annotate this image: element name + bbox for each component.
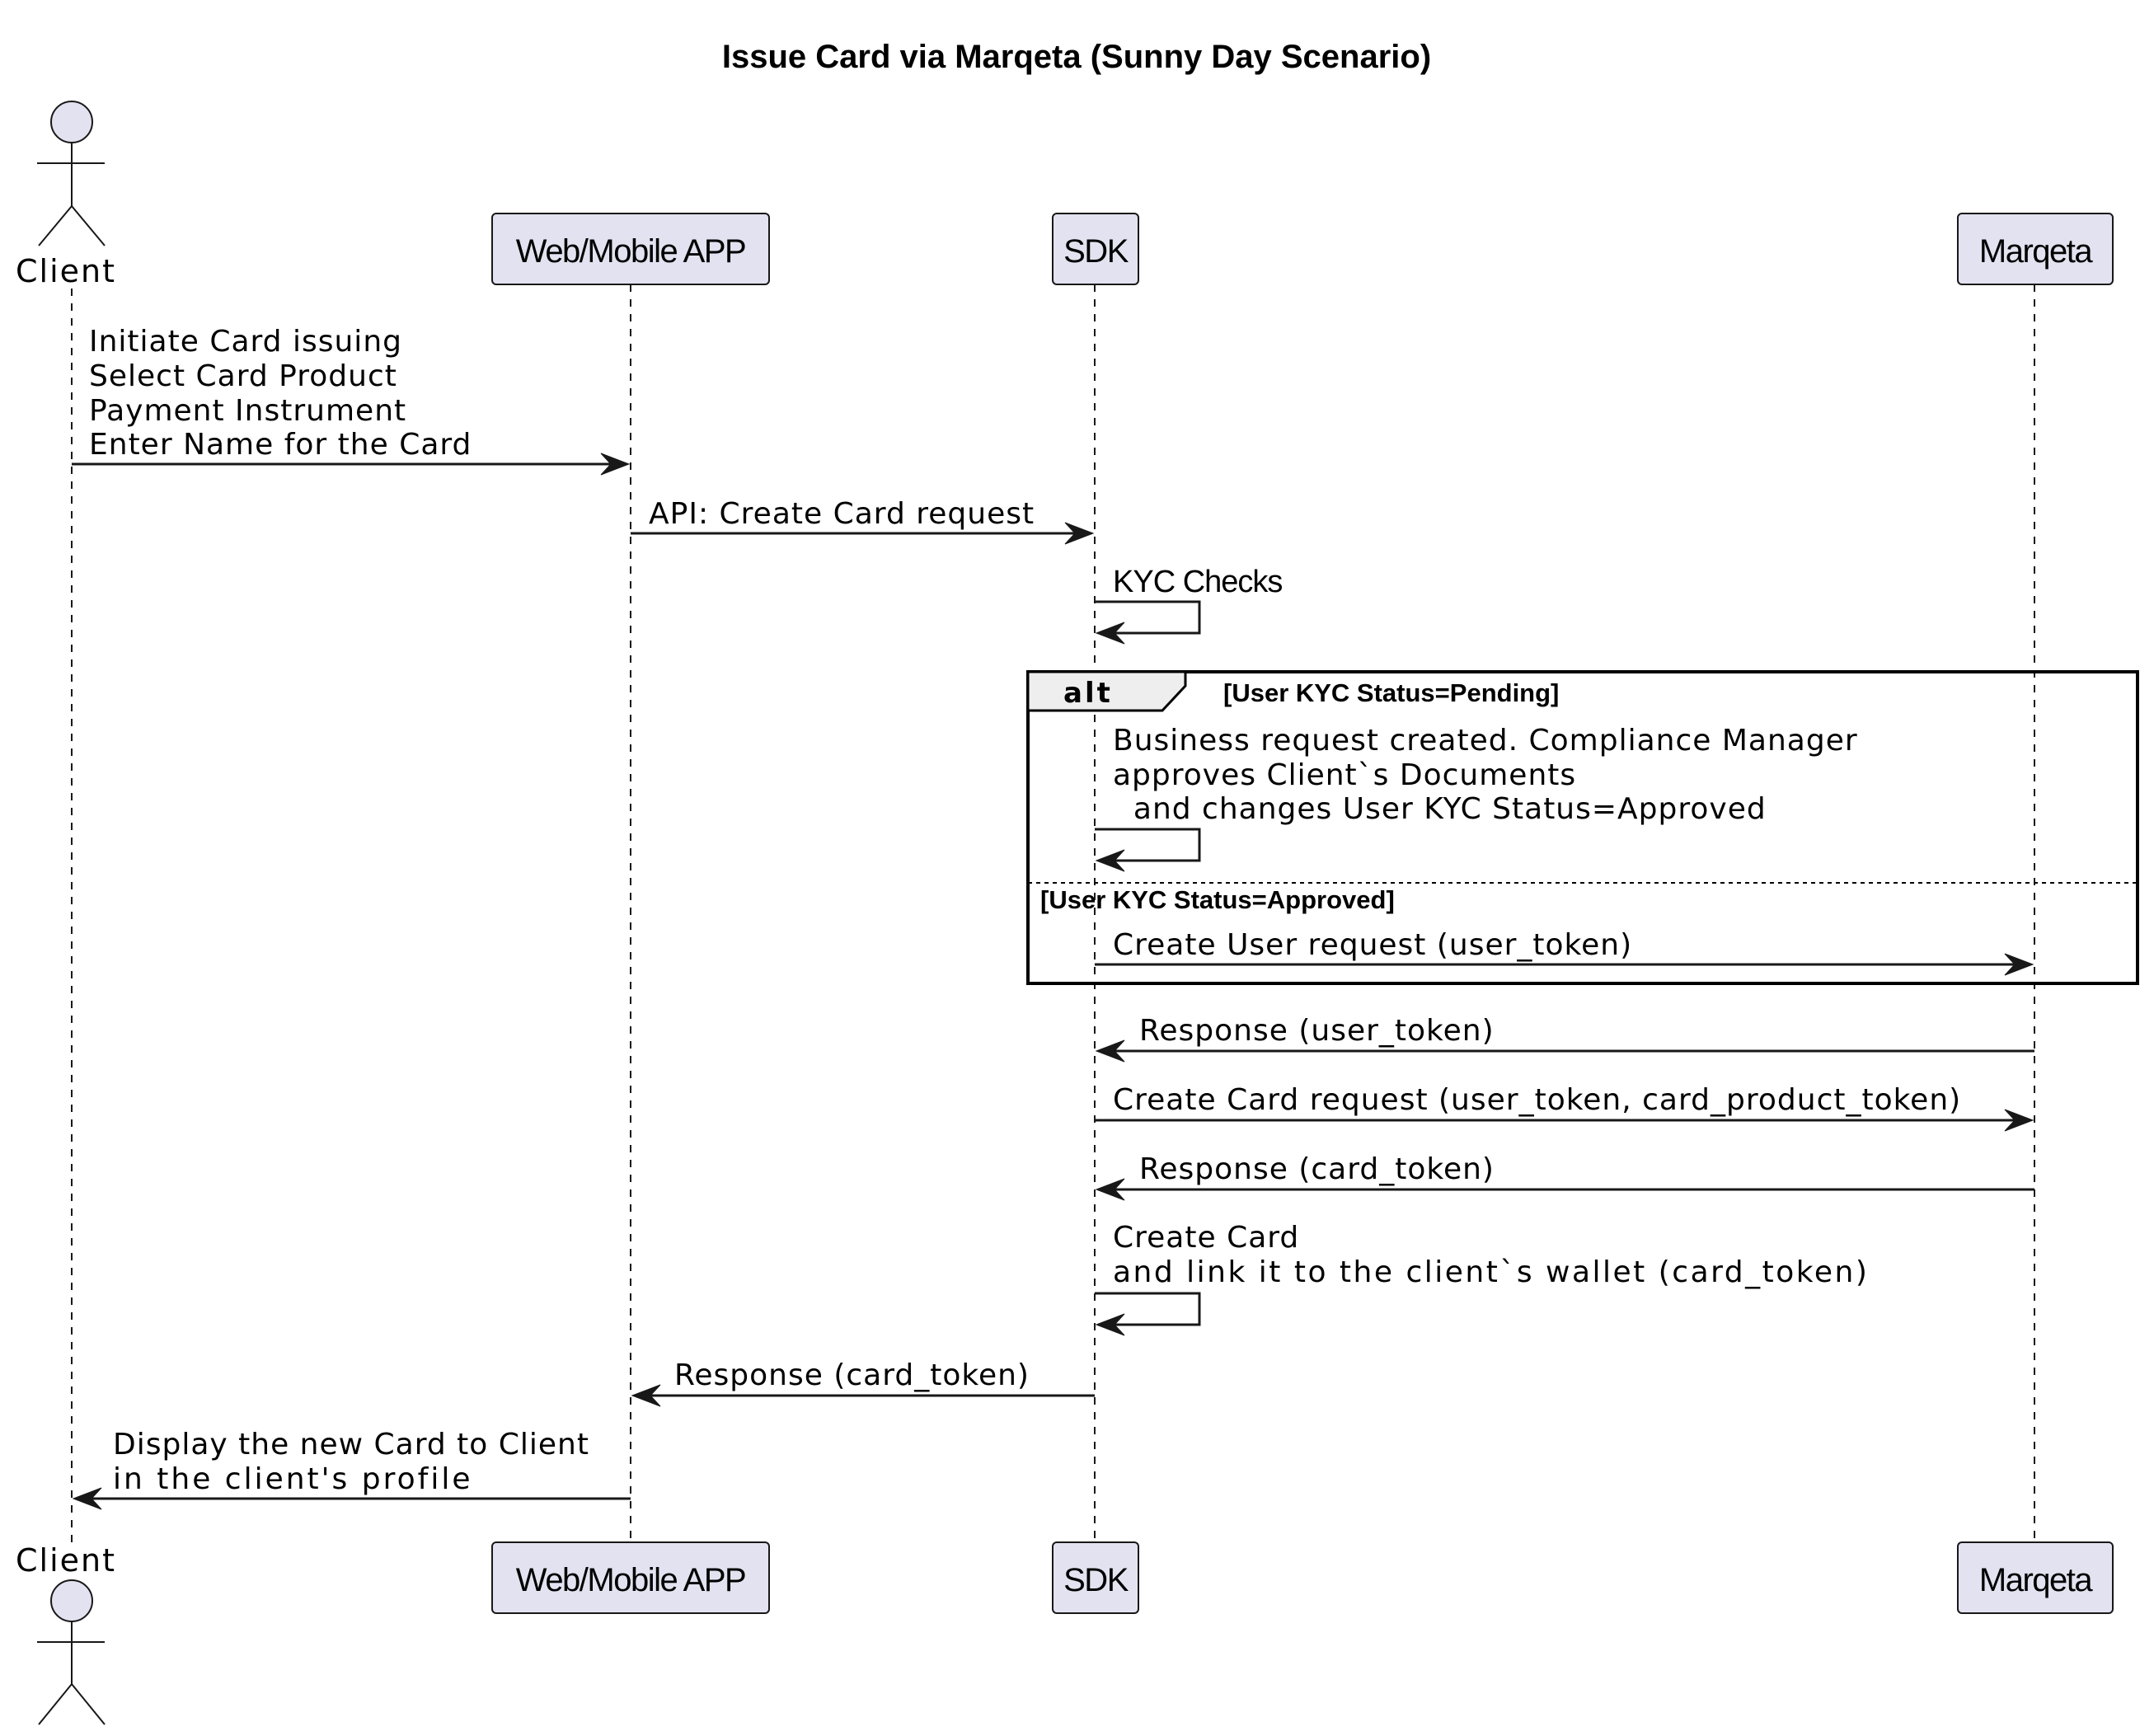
arrowhead — [1095, 1178, 1125, 1201]
message-business-request: Business request created. Compliance Man… — [1095, 724, 1858, 872]
message-text: Response (card_token) — [674, 1358, 1030, 1392]
client-label-top: Client — [16, 253, 116, 289]
app-participant-top: Web/Mobile APP — [491, 213, 770, 285]
message-create-card-request: API: Create Card request — [631, 497, 1095, 545]
message-create-card-link-wallet: Create Card and link it to the client`s … — [1095, 1221, 1869, 1336]
message-text: Business request created. Compliance Man… — [1113, 724, 1858, 758]
message-text: KYC Checks — [1113, 565, 1282, 599]
alt-guard-pending: [User KYC Status=Pending] — [1223, 678, 1559, 707]
message-create-user-request: Create User request (user_token) — [1095, 928, 2034, 976]
message-response-card-token: Response (card_token) — [1095, 1152, 2034, 1201]
message-text: Display the new Card to Client — [113, 1428, 589, 1462]
arrowhead — [2004, 953, 2034, 976]
client-actor-bottom: Client — [16, 1542, 116, 1725]
arrowhead — [1095, 1313, 1125, 1336]
arrowhead — [2004, 1109, 2034, 1132]
diagram-title: Issue Card via Marqeta (Sunny Day Scenar… — [722, 39, 1431, 75]
app-label-top: Web/Mobile APP — [516, 233, 745, 270]
message-text: in the client's profile — [113, 1462, 472, 1496]
client-label-bottom: Client — [16, 1542, 116, 1579]
marqeta-participant-bottom: Marqeta — [1957, 1541, 2114, 1614]
arrowhead — [1095, 1039, 1125, 1063]
alt-fragment: alt [User KYC Status=Pending] [User KYC … — [1026, 670, 2139, 985]
message-initiate-card: Initiate Card issuing Select Card Produc… — [72, 325, 631, 476]
app-label-bottom: Web/Mobile APP — [516, 1562, 745, 1598]
message-kyc-checks: KYC Checks — [1095, 565, 1283, 645]
message-response-card-token-app: Response (card_token) — [631, 1358, 1095, 1407]
message-text: Create Card — [1113, 1221, 1299, 1255]
arrowhead — [631, 1384, 661, 1407]
alt-label: alt — [1063, 677, 1113, 710]
sdk-participant-top: SDK — [1052, 213, 1139, 285]
arrowhead — [1095, 849, 1125, 872]
arrowhead — [72, 1487, 102, 1510]
sdk-label-bottom: SDK — [1063, 1562, 1129, 1598]
marqeta-participant-top: Marqeta — [1957, 213, 2114, 285]
message-text: and changes User KYC Status=Approved — [1113, 792, 1767, 826]
message-text: Response (card_token) — [1139, 1152, 1495, 1186]
marqeta-label-bottom: Marqeta — [1979, 1562, 2093, 1598]
message-create-card-request-marqeta: Create Card request (user_token, card_pr… — [1095, 1083, 2034, 1132]
alt-tab — [1026, 670, 1187, 712]
message-display-card: Display the new Card to Client in the cl… — [72, 1428, 631, 1510]
message-text: API: Create Card request — [649, 497, 1035, 531]
sdk-participant-bottom: SDK — [1052, 1541, 1139, 1614]
message-text: Enter Name for the Card — [89, 428, 472, 462]
message-text: Response (user_token) — [1139, 1014, 1495, 1048]
marqeta-label-top: Marqeta — [1979, 233, 2093, 270]
sdk-label-top: SDK — [1063, 233, 1129, 270]
alt-guard-approved: [User KYC Status=Approved] — [1040, 885, 1395, 914]
message-text: Select Card Product — [89, 359, 397, 393]
arrowhead — [600, 453, 631, 476]
message-text: Payment Instrument — [89, 394, 406, 428]
message-text: Create Card request (user_token, card_pr… — [1113, 1083, 1961, 1117]
message-text: and link it to the client`s wallet (card… — [1113, 1255, 1869, 1289]
message-response-user-token: Response (user_token) — [1095, 1014, 2034, 1063]
message-text: Initiate Card issuing — [89, 325, 402, 359]
arrowhead — [1064, 522, 1095, 545]
message-text: Create User request (user_token) — [1113, 928, 1632, 962]
message-text: approves Client`s Documents — [1113, 758, 1576, 792]
alt-fragment-frame — [1026, 670, 2139, 985]
client-actor-top: Client — [16, 101, 116, 289]
app-participant-bottom: Web/Mobile APP — [491, 1541, 770, 1614]
arrowhead — [1095, 622, 1125, 645]
client-actor-icon — [50, 101, 93, 143]
client-actor-icon — [50, 1579, 93, 1622]
